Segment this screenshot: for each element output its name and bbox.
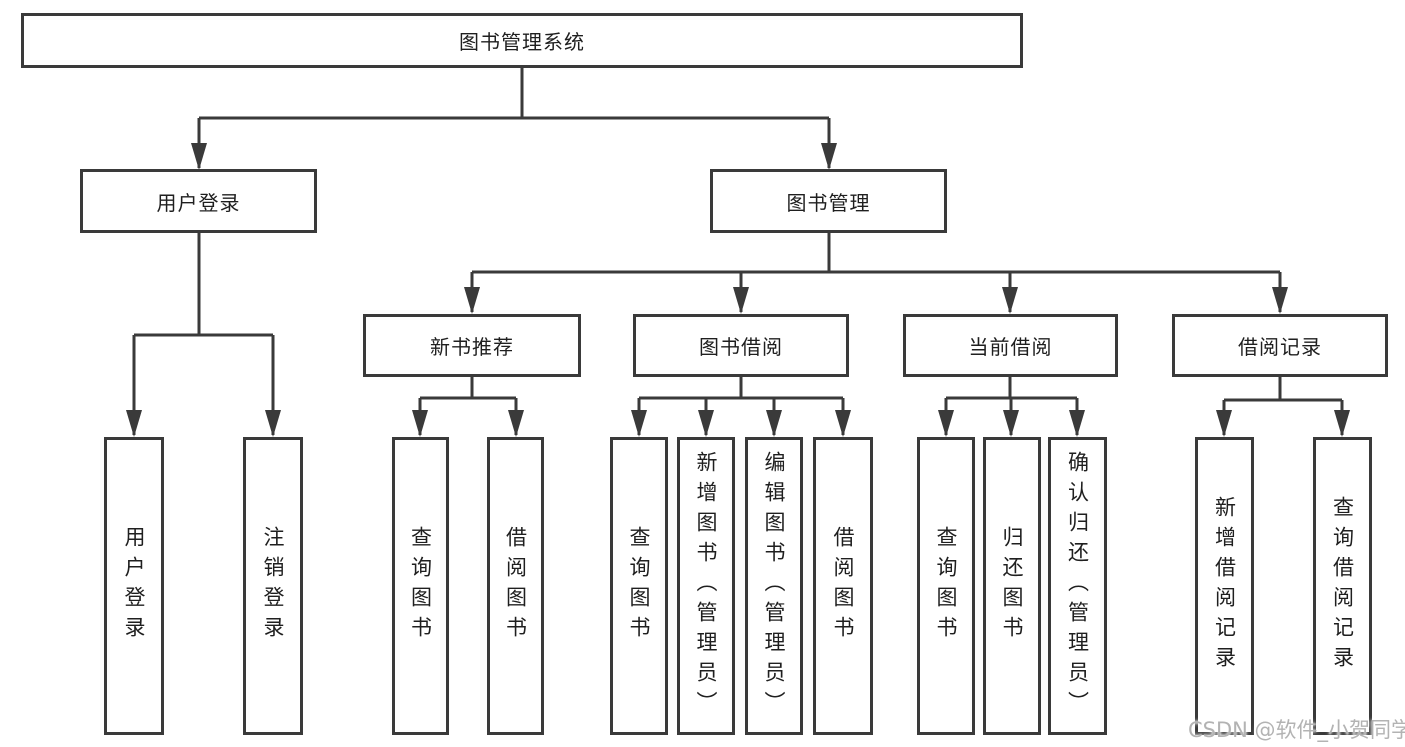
node-book-management: 图书管理 <box>710 169 947 233</box>
leaf-query-borrow-record: 查询借阅记录 <box>1313 437 1372 735</box>
leaf-confirm-return-admin: 确认归还（管理员） <box>1048 437 1107 735</box>
arrowhead <box>126 410 142 437</box>
arrowhead <box>766 410 782 437</box>
leaf-edit-book-admin: 编辑图书（管理员） <box>745 437 803 735</box>
arrowhead <box>464 287 480 314</box>
node-root: 图书管理系统 <box>21 13 1023 68</box>
leaf-add-borrow-record: 新增借阅记录 <box>1195 437 1254 735</box>
leaf-user-login: 用户登录 <box>104 437 164 735</box>
arrowhead <box>1334 410 1350 437</box>
leaf-borrow-books-recommend-label: 借阅图书 <box>503 526 528 646</box>
arrowhead <box>1272 287 1288 314</box>
connector-borrow-records-fork <box>1222 377 1344 435</box>
leaf-user-login-label: 用户登录 <box>122 526 146 646</box>
leaf-return-book-label: 归还图书 <box>1000 526 1024 646</box>
leaf-query-books-borrow: 查询图书 <box>610 437 668 735</box>
node-book-borrow: 图书借阅 <box>633 314 849 377</box>
arrowheads <box>126 143 1350 437</box>
leaf-borrow-books-borrow-label: 借阅图书 <box>831 526 855 646</box>
arrowhead <box>265 410 281 437</box>
connector-book-borrow-fork <box>637 377 845 435</box>
leaf-logout-label: 注销登录 <box>261 526 285 646</box>
leaf-borrow-books-recommend: 借阅图书 <box>487 437 544 735</box>
arrowhead <box>508 410 524 437</box>
arrowhead <box>1003 410 1019 437</box>
connector-root-fork <box>197 68 831 168</box>
arrowhead <box>1069 410 1085 437</box>
arrowhead <box>191 143 207 170</box>
node-borrow-records: 借阅记录 <box>1172 314 1388 377</box>
node-current-borrow: 当前借阅 <box>903 314 1118 377</box>
leaf-add-book-admin: 新增图书（管理员） <box>677 437 735 735</box>
leaf-borrow-books-borrow: 借阅图书 <box>813 437 873 735</box>
leaf-query-books-recommend-label: 查询图书 <box>408 526 433 646</box>
leaf-add-borrow-record-label: 新增借阅记录 <box>1212 496 1237 676</box>
node-user-login: 用户登录 <box>80 169 317 233</box>
leaf-return-book: 归还图书 <box>983 437 1041 735</box>
arrowhead <box>733 287 749 314</box>
connector-book-management-fork <box>470 232 1282 312</box>
arrowhead <box>938 410 954 437</box>
arrowhead <box>412 410 428 437</box>
node-new-book-recommend: 新书推荐 <box>363 314 581 377</box>
arrowhead <box>1002 287 1018 314</box>
leaf-query-books-recommend: 查询图书 <box>392 437 449 735</box>
connector-user-login-fork <box>132 232 275 435</box>
leaf-add-book-admin-label: 新增图书（管理员） <box>694 451 718 721</box>
connector-new-book-fork <box>418 377 518 435</box>
leaf-query-books-borrow-label: 查询图书 <box>627 526 651 646</box>
leaf-query-borrow-record-label: 查询借阅记录 <box>1330 496 1355 676</box>
leaf-edit-book-admin-label: 编辑图书（管理员） <box>762 451 786 721</box>
csdn-watermark: CSDN @软件_小贺同学 <box>1188 718 1405 742</box>
arrowhead <box>698 410 714 437</box>
arrowhead <box>631 410 647 437</box>
leaf-query-books-current-label: 查询图书 <box>934 526 958 646</box>
arrowhead <box>821 143 837 170</box>
arrowhead <box>835 410 851 437</box>
arrowhead <box>1216 410 1232 437</box>
leaf-logout: 注销登录 <box>243 437 303 735</box>
leaf-confirm-return-admin-label: 确认归还（管理员） <box>1065 451 1090 721</box>
leaf-query-books-current: 查询图书 <box>917 437 975 735</box>
